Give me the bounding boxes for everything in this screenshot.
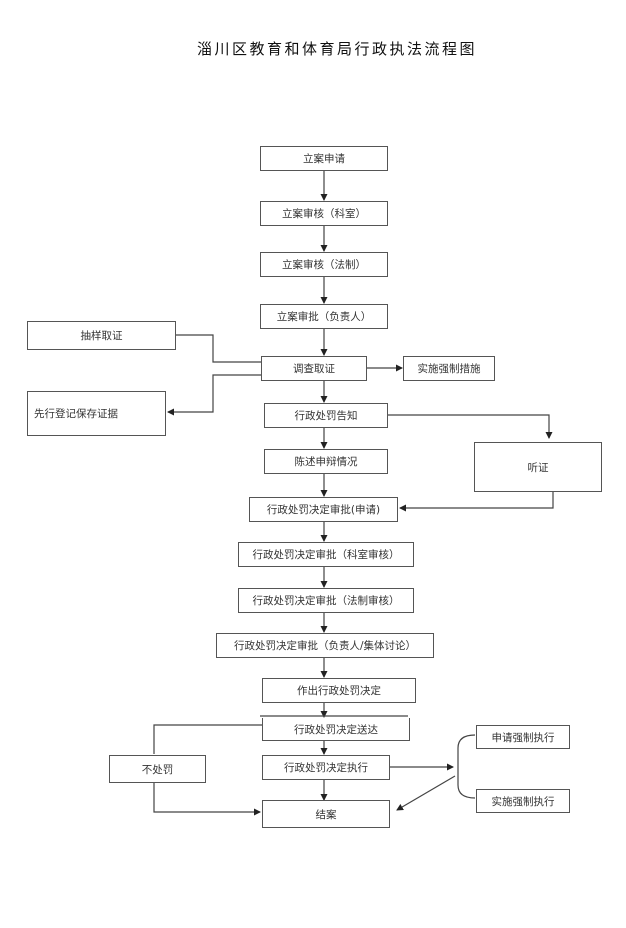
node-no-penalty: 不处罚 — [109, 755, 206, 783]
node-sampling-evidence: 抽样取证 — [27, 321, 176, 350]
link-delivery-to-no-penalty — [153, 724, 262, 754]
node-filing-review-section: 立案审核（科室） — [260, 201, 388, 226]
link-investigation-to-preserve — [167, 374, 261, 416]
node-penalty-notice: 行政处罚告知 — [264, 403, 388, 428]
node-implement-enforcement: 实施强制执行 — [476, 789, 570, 813]
node-decision-delivery: 行政处罚决定送达 — [262, 718, 410, 741]
node-filing-application: 立案申请 — [260, 146, 388, 171]
node-apply-enforcement: 申请强制执行 — [476, 725, 570, 749]
link-sampling-to-investigation — [176, 334, 261, 363]
node-preserve-evidence: 先行登记保存证据 — [27, 391, 166, 436]
node-enforcement-measures: 实施强制措施 — [403, 356, 495, 381]
arrow-enforcement-to-closed — [396, 775, 456, 811]
node-statement-defense: 陈述申辩情况 — [264, 449, 388, 474]
page-title: 淄川区教育和体育局行政执法流程图 — [197, 40, 478, 58]
node-decision-execution: 行政处罚决定执行 — [262, 755, 390, 780]
link-no-penalty-to-closed — [153, 780, 261, 816]
node-investigation: 调查取证 — [261, 356, 367, 381]
node-case-closed: 结案 — [262, 800, 390, 828]
node-decision-approval-head: 行政处罚决定审批（负责人/集体讨论） — [216, 633, 434, 658]
link-hearing-to-approval — [399, 492, 554, 512]
node-decision-approval-legal: 行政处罚决定审批（法制审核） — [238, 588, 414, 613]
enforcement-bracket — [457, 734, 476, 799]
node-decision-approval-section: 行政处罚决定审批（科室审核） — [238, 542, 414, 567]
node-filing-review-legal: 立案审核（法制） — [260, 252, 388, 277]
node-make-decision: 作出行政处罚决定 — [262, 678, 416, 703]
node-hearing: 听证 — [474, 442, 602, 492]
node-filing-approval-head: 立案审批（负责人） — [260, 304, 388, 329]
link-notice-to-hearing — [388, 414, 553, 439]
node-decision-approval-apply: 行政处罚决定审批(申请) — [249, 497, 398, 522]
